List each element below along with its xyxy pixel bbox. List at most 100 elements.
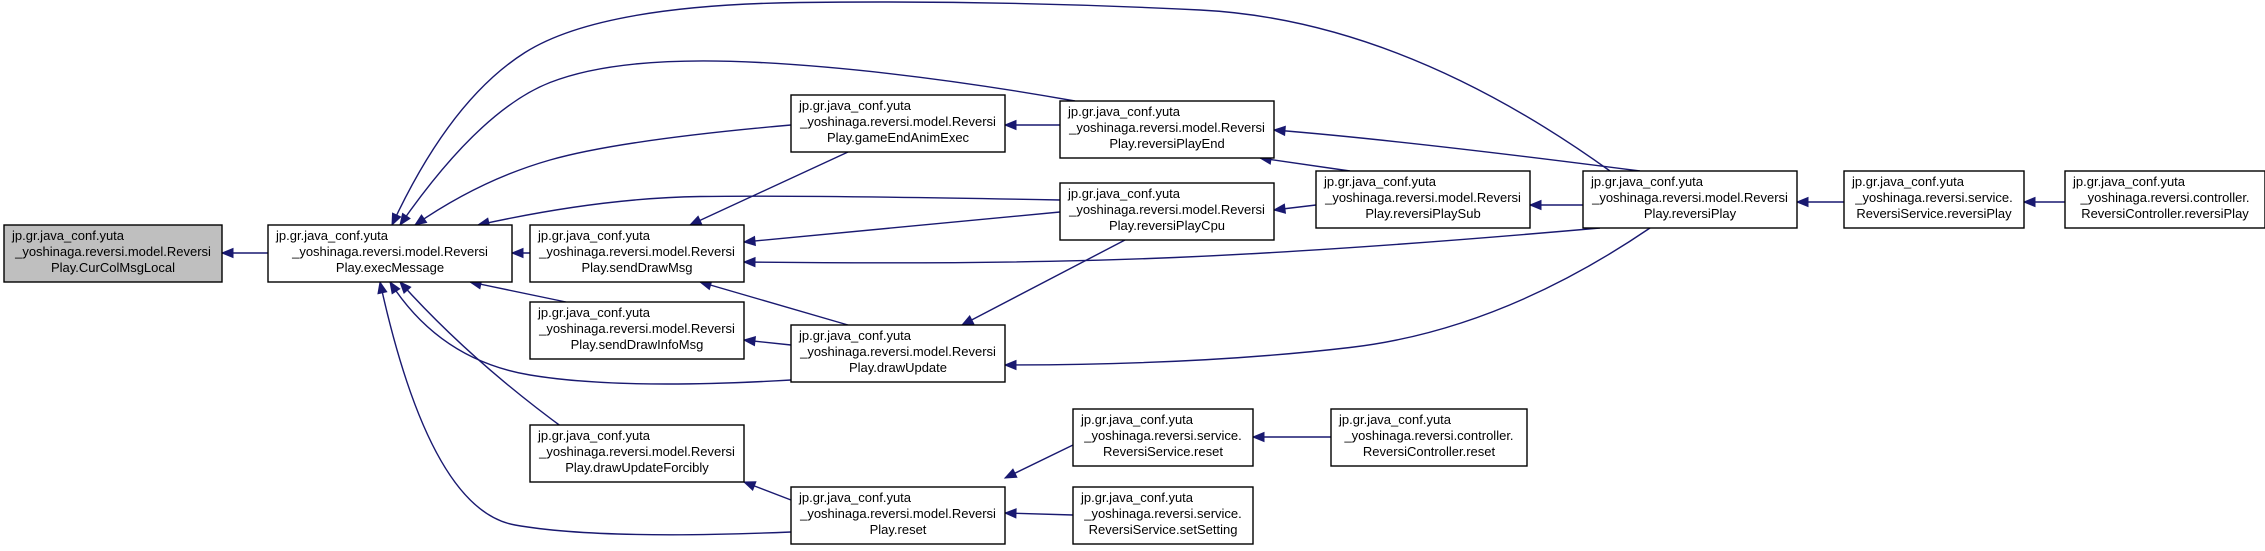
arrowhead (688, 215, 703, 226)
arrowhead (1528, 199, 1542, 211)
node-label-line: jp.gr.java_conf.yuta (798, 328, 912, 343)
edge-drawupdate-to-senddrawinfomsg (742, 336, 792, 347)
edge-gameendanimexec-to-execmessage (413, 124, 792, 226)
node-controller_reversiplay[interactable]: jp.gr.java_conf.yuta_yoshinaga.reversi.c… (2064, 170, 2265, 229)
node-reversiplaycpu[interactable]: jp.gr.java_conf.yuta_yoshinaga.reversi.m… (1059, 182, 1275, 241)
edges-layer (220, 1, 2065, 536)
edge-reversiplayend-to-execmessage (399, 60, 1076, 227)
node-label-line: Play.drawUpdate (849, 360, 947, 375)
arrowhead (377, 280, 388, 295)
node-label-line: _yoshinaga.reversi.model.Reversi (799, 344, 996, 359)
node-box (529, 424, 745, 483)
node-label-line: Play.CurColMsgLocal (51, 260, 175, 275)
node-box (529, 301, 745, 360)
node-label-line: _yoshinaga.reversi.model.Reversi (291, 244, 488, 259)
node-service_reset[interactable]: jp.gr.java_conf.yuta_yoshinaga.reversi.s… (1072, 408, 1254, 467)
node-label-line: jp.gr.java_conf.yuta (1080, 490, 1194, 505)
edge-gameendanimexec-to-senddrawmsg (688, 151, 849, 226)
node-label-line: jp.gr.java_conf.yuta (798, 98, 912, 113)
node-box (267, 224, 513, 283)
node-label-line: Play.sendDrawInfoMsg (571, 337, 704, 352)
node-box (529, 224, 745, 283)
arrowhead (1003, 508, 1017, 519)
node-label-line: Play.reversiPlayCpu (1109, 218, 1225, 233)
edge-line (379, 281, 792, 536)
node-senddrawmsg[interactable]: jp.gr.java_conf.yuta_yoshinaga.reversi.m… (529, 224, 745, 283)
node-drawupdate[interactable]: jp.gr.java_conf.yuta_yoshinaga.reversi.m… (790, 324, 1006, 383)
arrowhead (1251, 431, 1265, 443)
arrowhead (742, 256, 756, 268)
node-reversiplaysub[interactable]: jp.gr.java_conf.yuta_yoshinaga.reversi.m… (1315, 170, 1531, 229)
edge-line (743, 227, 1601, 264)
node-label-line: ReversiController.reset (1363, 444, 1496, 459)
edge-line (743, 211, 1061, 243)
node-reset[interactable]: jp.gr.java_conf.yuta_yoshinaga.reversi.m… (790, 486, 1006, 545)
edge-line (689, 151, 849, 226)
node-label-line: _yoshinaga.reversi.model.Reversi (1068, 120, 1265, 135)
edge-line (399, 60, 1076, 226)
node-label-line: _yoshinaga.reversi.model.Reversi (1068, 202, 1265, 217)
edge-line (1259, 157, 1351, 172)
edge-line (477, 195, 1061, 226)
node-label-line: Play.execMessage (336, 260, 444, 275)
edge-line (414, 124, 792, 226)
edge-line (699, 281, 849, 326)
node-label-line: jp.gr.java_conf.yuta (1338, 412, 1452, 427)
node-box (1582, 170, 1798, 229)
edge-drawupdateforcibly-to-execmessage (399, 281, 567, 431)
arrowhead (960, 315, 975, 326)
node-label-line: jp.gr.java_conf.yuta (1080, 412, 1194, 427)
node-label-line: _yoshinaga.reversi.service. (1083, 428, 1242, 443)
node-reversiplay[interactable]: jp.gr.java_conf.yuta_yoshinaga.reversi.m… (1582, 170, 1798, 229)
edge-senddrawinfomsg-to-execmessage (468, 279, 567, 303)
arrowhead (742, 481, 757, 492)
node-gameendanimexec[interactable]: jp.gr.java_conf.yuta_yoshinaga.reversi.m… (790, 94, 1006, 153)
node-box (790, 94, 1006, 153)
node-box (1072, 408, 1254, 467)
node-label-line: Play.gameEndAnimExec (827, 130, 970, 145)
node-senddrawinfomsg[interactable]: jp.gr.java_conf.yuta_yoshinaga.reversi.m… (529, 301, 745, 360)
arrowhead (1003, 359, 1017, 371)
node-box (1059, 182, 1275, 241)
node-label-line: Play.reversiPlaySub (1365, 206, 1480, 221)
edge-reversiplay-to-reversiplayend (1272, 125, 1641, 172)
node-label-line: _yoshinaga.reversi.model.Reversi (14, 244, 211, 259)
edge-reset-to-drawupdateforcibly (742, 481, 792, 501)
arrowhead (413, 214, 428, 226)
node-box (1072, 486, 1254, 545)
node-label-line: jp.gr.java_conf.yuta (798, 490, 912, 505)
arrowhead (1003, 468, 1018, 479)
node-reversiplayend[interactable]: jp.gr.java_conf.yuta_yoshinaga.reversi.m… (1059, 100, 1275, 159)
node-label-line: jp.gr.java_conf.yuta (2072, 174, 2186, 189)
node-drawupdateforcibly[interactable]: jp.gr.java_conf.yuta_yoshinaga.reversi.m… (529, 424, 745, 483)
edge-execmessage-to-curcol (220, 247, 268, 259)
edge-line (961, 239, 1126, 326)
edge-line (1273, 129, 1641, 172)
node-label-line: Play.reversiPlayEnd (1109, 136, 1224, 151)
arrowhead (220, 247, 234, 259)
node-label-line: Play.reset (870, 522, 927, 537)
node-label-line: _yoshinaga.reversi.model.Reversi (538, 321, 735, 336)
node-controller_reset[interactable]: jp.gr.java_conf.yuta_yoshinaga.reversi.c… (1330, 408, 1528, 467)
edge-service_setsetting-to-reset (1003, 508, 1074, 519)
node-curcol[interactable]: jp.gr.java_conf.yuta_yoshinaga.reversi.m… (3, 224, 223, 283)
node-box (1843, 170, 2025, 229)
node-box (1059, 100, 1275, 159)
edge-reversiplay-to-execmessage (391, 1, 1611, 227)
node-execmessage[interactable]: jp.gr.java_conf.yuta_yoshinaga.reversi.m… (267, 224, 513, 283)
node-label-line: Play.sendDrawMsg (581, 260, 692, 275)
arrowhead (1272, 203, 1287, 214)
node-service_reversiplay[interactable]: jp.gr.java_conf.yuta_yoshinaga.reversi.s… (1843, 170, 2025, 229)
node-box (1330, 408, 1528, 467)
node-label-line: _yoshinaga.reversi.model.Reversi (1591, 190, 1788, 205)
node-box (790, 324, 1006, 383)
edge-reversiplay-to-drawupdate (1003, 227, 1651, 371)
node-label-line: _yoshinaga.reversi.service. (1854, 190, 2013, 205)
edge-reversiplaysub-to-reversiplaycpu (1272, 203, 1317, 214)
node-service_setsetting[interactable]: jp.gr.java_conf.yuta_yoshinaga.reversi.s… (1072, 486, 1254, 545)
node-label-line: _yoshinaga.reversi.model.Reversi (538, 444, 735, 459)
node-label-line: Play.drawUpdateForcibly (565, 460, 709, 475)
edge-reversiplaycpu-to-drawupdate (960, 239, 1126, 326)
node-label-line: _yoshinaga.reversi.model.Reversi (799, 114, 996, 129)
arrowhead (742, 336, 756, 347)
